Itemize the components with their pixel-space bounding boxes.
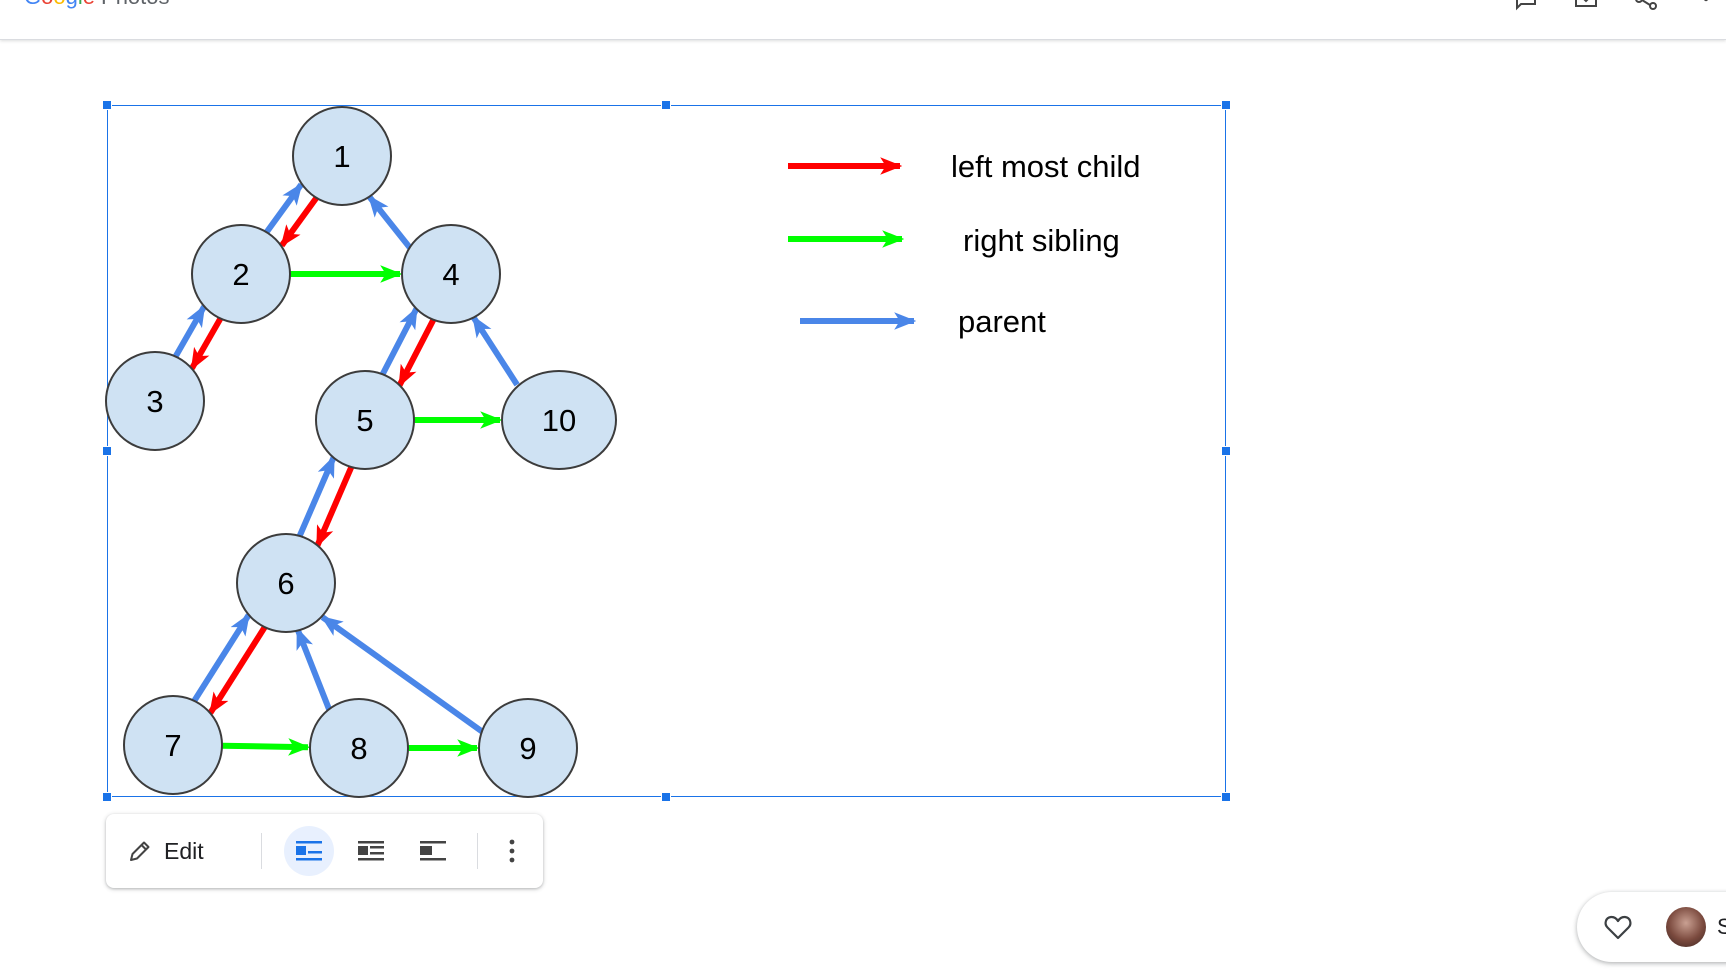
tree-node-label: 8 (350, 731, 367, 766)
wrap-text-icon (358, 841, 384, 861)
edge-parent-9-6 (320, 614, 484, 734)
edge-parent-3-2 (171, 304, 207, 361)
tree-node-label: 2 (232, 257, 249, 292)
diagram-legend: left most child right sibling parent (788, 149, 1141, 339)
toolbar-divider (261, 833, 262, 869)
logo-letter: G (24, 0, 41, 9)
edit-label: Edit (164, 837, 204, 864)
logo-letter: g (66, 0, 78, 9)
edge-parent-7-6 (190, 613, 252, 705)
resize-handle-top-left[interactable] (102, 100, 112, 110)
resize-handle-bottom[interactable] (661, 792, 671, 802)
tree-node-1 (292, 106, 392, 206)
app-header: GooglePhotos (0, 0, 1726, 40)
edge-left-most-child-2-3 (189, 314, 225, 371)
resize-handle-left[interactable] (102, 446, 112, 456)
edge-left-most-child-6-7 (207, 623, 269, 715)
tree-node-label: 5 (356, 403, 373, 438)
tree-node-label: 1 (333, 139, 350, 174)
tree-node-9 (478, 698, 578, 798)
logo-letter: o (53, 0, 65, 9)
logo-letter: l (78, 0, 83, 9)
tree-node-3 (105, 351, 205, 451)
reactions-pill: S (1577, 892, 1726, 962)
edge-parent-4-1 (366, 194, 413, 251)
heart-icon[interactable] (1603, 912, 1633, 942)
edge-parent-10-4 (470, 315, 520, 387)
more-vert-icon[interactable] (1693, 0, 1719, 12)
resize-handle-bottom-right[interactable] (1221, 792, 1231, 802)
resize-handle-top-right[interactable] (1221, 100, 1231, 110)
tree-node-label: 3 (146, 384, 163, 419)
break-text-icon (420, 841, 446, 861)
resize-handle-right[interactable] (1221, 446, 1231, 456)
pill-text: S (1717, 914, 1726, 939)
wrap-text-button[interactable] (346, 826, 396, 876)
edge-parent-2-1 (262, 182, 304, 236)
tree-node-label: 9 (519, 731, 536, 766)
edge-left-most-child-1-2 (279, 194, 321, 248)
tree-node-label: 10 (542, 403, 576, 438)
edge-parent-6-5 (295, 455, 337, 541)
break-text-button[interactable] (408, 826, 458, 876)
more-options-button[interactable] (487, 826, 537, 876)
edit-button[interactable]: Edit (126, 832, 204, 870)
comment-icon[interactable] (1513, 0, 1539, 12)
edge-right-sibling-7-8 (221, 738, 311, 756)
toolbar-divider (477, 833, 478, 869)
logo-letter: o (41, 0, 53, 9)
avatar[interactable] (1666, 907, 1706, 947)
tree-node-10 (501, 370, 617, 470)
inline-wrap-button[interactable] (284, 826, 334, 876)
tree-node-5 (315, 370, 415, 470)
tree-node-label: 6 (277, 566, 294, 601)
tree-node-label: 7 (164, 728, 181, 763)
tree-node-4 (401, 224, 501, 324)
logo-letter: e (83, 0, 95, 9)
share-icon[interactable] (1633, 0, 1659, 12)
tree-node-6 (236, 533, 336, 633)
legend-label-left-most-child: left most child (951, 149, 1141, 184)
more-vert-icon (509, 839, 515, 863)
edge-parent-8-6 (294, 627, 333, 713)
tree-node-7 (123, 695, 223, 795)
inline-wrap-icon (296, 841, 322, 861)
resize-handle-top[interactable] (661, 100, 671, 110)
tree-node-2 (191, 224, 291, 324)
image-options-toolbar: Edit (106, 814, 543, 888)
edge-parent-5-4 (378, 306, 420, 379)
google-photos-logo[interactable]: GooglePhotos (24, 0, 170, 8)
node-layer: 1 2 4 3 5 10 6 7 8 9 (105, 106, 617, 798)
download-icon[interactable] (1573, 0, 1599, 12)
tree-node-8 (309, 698, 409, 798)
tree-node-label: 4 (442, 257, 459, 292)
pencil-icon (130, 841, 150, 861)
edge-left-most-child-5-6 (314, 462, 356, 548)
legend-label-parent: parent (958, 304, 1046, 339)
logo-product: Photos (101, 0, 170, 9)
edge-layer (171, 182, 520, 757)
edge-left-most-child-4-5 (396, 315, 438, 388)
legend-label-right-sibling: right sibling (963, 223, 1120, 258)
resize-handle-bottom-left[interactable] (102, 792, 112, 802)
